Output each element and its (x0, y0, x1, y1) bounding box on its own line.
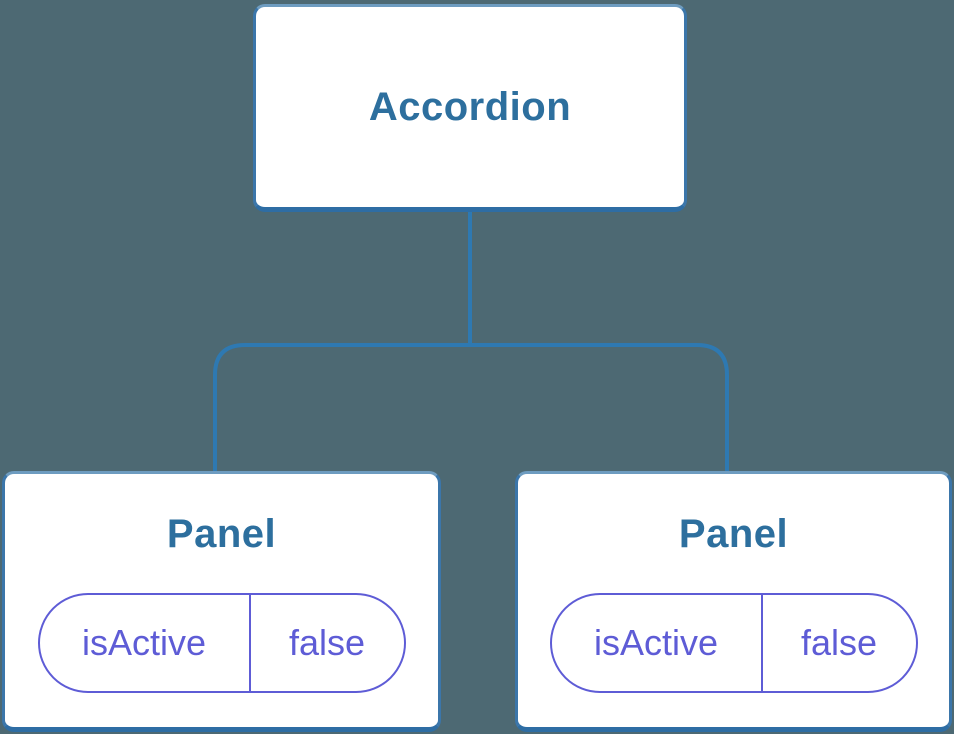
panel-left-state-key: isActive (40, 595, 251, 691)
panel-right-state-pill: isActive false (549, 593, 918, 693)
panel-right-label: Panel (678, 512, 789, 556)
tree-node-accordion: Accordion (253, 4, 687, 212)
tree-node-panel-right: Panel isActive false (515, 471, 952, 732)
tree-node-panel-left: Panel isActive false (2, 471, 441, 732)
panel-left-label: Panel (166, 512, 277, 556)
panel-left-state-pill: isActive false (37, 593, 406, 693)
panel-left-state-value: false (289, 622, 366, 663)
accordion-node-label: Accordion (368, 84, 572, 129)
panel-right-state-value: false (801, 622, 878, 663)
panel-right-state-key: isActive (552, 595, 763, 691)
